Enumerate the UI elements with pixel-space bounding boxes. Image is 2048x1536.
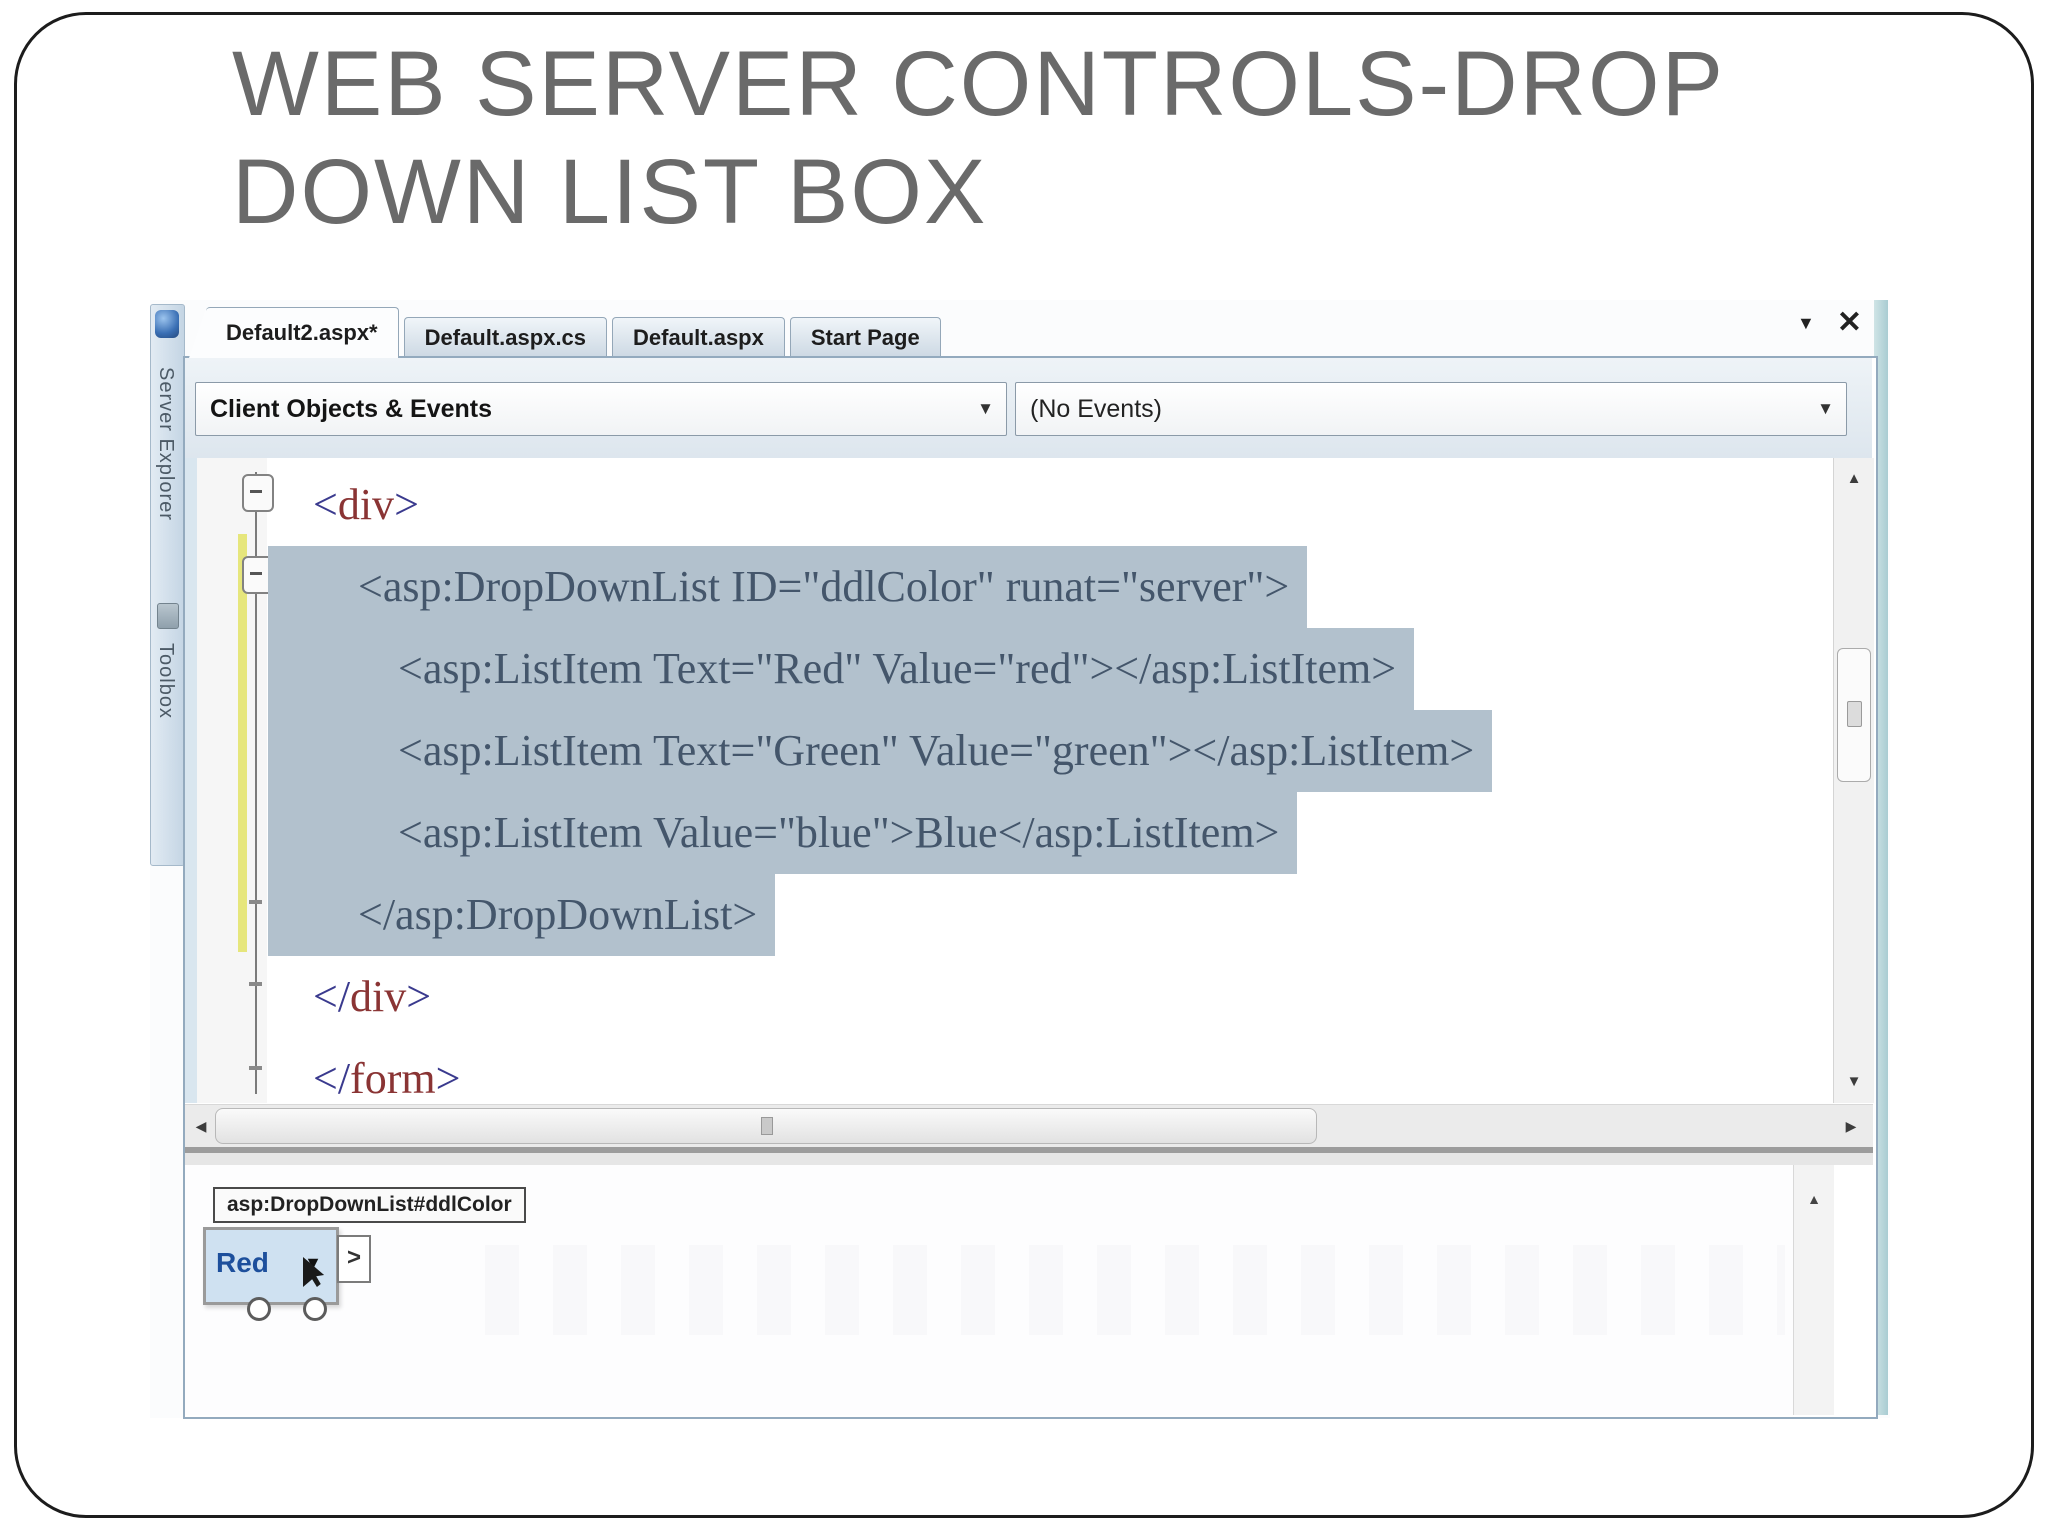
vertical-scroll-thumb[interactable]: [1837, 648, 1871, 782]
server-explorer-icon[interactable]: [155, 310, 179, 338]
navigation-bar: Client Objects & Events ▼ (No Events) ▼: [185, 358, 1872, 460]
toolbox-icon[interactable]: [157, 603, 179, 629]
smart-tag-button[interactable]: >: [337, 1235, 371, 1283]
outline-rail: [255, 472, 257, 1094]
chevron-down-icon[interactable]: ▼: [1817, 399, 1834, 418]
horizontal-scrollbar[interactable]: ◀ ▶: [185, 1104, 1873, 1147]
control-tag-label: asp:DropDownList#ddlColor: [213, 1187, 526, 1223]
design-pane: asp:DropDownList#ddlColor Red ▼ > ▲: [185, 1165, 1834, 1415]
objects-combo[interactable]: Client Objects & Events ▼: [195, 382, 1007, 436]
sidebar-item-toolbox[interactable]: Toolbox: [155, 643, 177, 719]
scroll-left-icon[interactable]: ◀: [195, 1118, 207, 1134]
tab-start-page[interactable]: Start Page: [789, 317, 941, 358]
code-line[interactable]: <asp:DropDownList ID="ddlColor" runat="s…: [268, 546, 1828, 628]
objects-combo-value: Client Objects & Events: [210, 395, 493, 423]
code-lines[interactable]: <div> <asp:DropDownList ID="ddlColor" run…: [268, 464, 1828, 1103]
window-buttons: ▼ ✕: [1797, 308, 1862, 338]
code-line[interactable]: </div>: [313, 972, 432, 1021]
events-combo[interactable]: (No Events) ▼: [1015, 382, 1847, 436]
side-tool-strip: Server Explorer Toolbox: [150, 304, 185, 866]
code-editor[interactable]: <div> <asp:DropDownList ID="ddlColor" run…: [185, 458, 1833, 1103]
change-bar: [238, 534, 247, 952]
title-line-1: WEB SERVER CONTROLS-DROP: [232, 33, 1725, 135]
horizontal-scroll-thumb[interactable]: [215, 1108, 1317, 1144]
tab-default-aspx[interactable]: Default.aspx: [612, 317, 785, 358]
tab-default2-aspx[interactable]: Default2.aspx*: [189, 307, 399, 358]
events-combo-value: (No Events): [1030, 395, 1162, 423]
selection-handle[interactable]: [303, 1297, 327, 1321]
collapse-icon[interactable]: [242, 474, 274, 512]
chevron-down-icon[interactable]: ▼: [977, 399, 994, 418]
design-grid-artifact: [485, 1245, 1785, 1335]
code-line[interactable]: <asp:ListItem Text="Red" Value="red"></a…: [268, 628, 1828, 710]
sidebar-item-server-explorer[interactable]: Server Explorer: [155, 367, 177, 521]
scroll-down-icon[interactable]: ▼: [1846, 1073, 1862, 1090]
vertical-scrollbar[interactable]: ▲ ▼: [1833, 458, 1874, 1103]
tab-list-dropdown-icon[interactable]: ▼: [1797, 312, 1815, 333]
outline-end-tick: [249, 900, 262, 904]
tab-default-aspx-cs[interactable]: Default.aspx.cs: [403, 317, 608, 358]
design-scrollbar[interactable]: ▲: [1793, 1165, 1834, 1415]
dropdownlist-control[interactable]: Red ▼: [203, 1227, 339, 1305]
close-icon[interactable]: ✕: [1836, 306, 1862, 339]
title-line-2: DOWN LIST BOX: [232, 141, 988, 243]
vs-editor-window: Server Explorer Toolbox Default2.aspx*De…: [150, 300, 1890, 1419]
code-line[interactable]: <div>: [313, 480, 419, 529]
code-line[interactable]: </form>: [313, 1054, 461, 1103]
code-line[interactable]: <asp:ListItem Value="blue">Blue</asp:Lis…: [268, 792, 1828, 874]
code-line[interactable]: </asp:DropDownList>: [268, 874, 1828, 956]
scroll-up-icon[interactable]: ▲: [1807, 1191, 1821, 1207]
gutter-band: [185, 458, 197, 1103]
outline-end-tick: [249, 1066, 262, 1070]
scroll-right-icon[interactable]: ▶: [1845, 1118, 1857, 1134]
selection-handle[interactable]: [247, 1297, 271, 1321]
pane-splitter[interactable]: [185, 1147, 1873, 1165]
dropdown-selected-value: Red: [216, 1247, 269, 1278]
code-line[interactable]: <asp:ListItem Text="Green" Value="green"…: [268, 710, 1828, 792]
outline-end-tick: [249, 982, 262, 986]
scroll-up-icon[interactable]: ▲: [1846, 470, 1862, 487]
